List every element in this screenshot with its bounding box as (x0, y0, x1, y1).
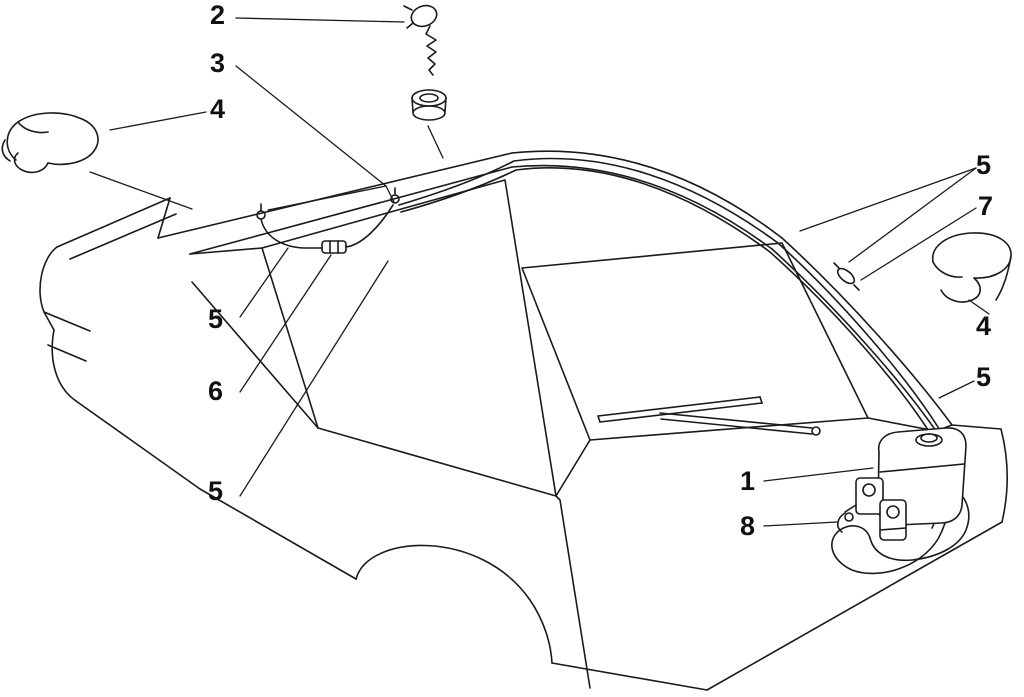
retaining-clip-left (1, 112, 99, 174)
leader-part-2 (235, 17, 405, 23)
leader-part-5-right-b (848, 167, 977, 263)
leader-part-4-right (968, 299, 990, 315)
leader-part-4-left (109, 111, 207, 131)
leader-clip-left-to-body (89, 171, 193, 210)
leader-part-6 (239, 254, 332, 393)
washer-reservoir-pump (836, 427, 967, 541)
callout-part-5-left-low: 5 (208, 476, 224, 506)
callout-part-4-right: 4 (976, 311, 992, 341)
leader-part-3 (235, 65, 387, 187)
tube-connector-7 (833, 262, 860, 291)
leader-part-5-right-a (799, 167, 977, 232)
leader-part-3-branch-a (267, 185, 387, 211)
car-body-outline (39, 150, 1008, 691)
tube-connector-6 (321, 240, 347, 254)
callout-part-5-left-up: 5 (208, 304, 224, 334)
grommet-part (411, 89, 447, 121)
callout-part-7: 7 (978, 191, 994, 221)
callout-part-5-right-low: 5 (976, 362, 992, 392)
callout-part-5-right: 5 (976, 150, 992, 180)
leader-part-3-branch-b (385, 185, 395, 203)
leader-part-5-left-lower (239, 260, 389, 497)
callout-part-4-left: 4 (210, 94, 226, 124)
callout-part-8: 8 (740, 511, 756, 541)
leader-part-5-left-upper (239, 247, 289, 318)
leader-part-5-right-lower (938, 380, 975, 399)
callout-part-1: 1 (740, 466, 756, 496)
leader-part-8 (763, 521, 838, 527)
leader-part-7 (860, 207, 977, 281)
rear-wiper (597, 396, 821, 436)
callout-part-6: 6 (208, 376, 224, 406)
retaining-clip-right (932, 232, 1012, 303)
leader-lines (89, 17, 990, 527)
leader-grommet-to-roof (427, 125, 444, 159)
callout-part-3: 3 (210, 48, 226, 78)
leader-part-1 (763, 467, 874, 482)
washer-nozzle-part (403, 4, 438, 76)
callout-part-2: 2 (210, 0, 226, 30)
